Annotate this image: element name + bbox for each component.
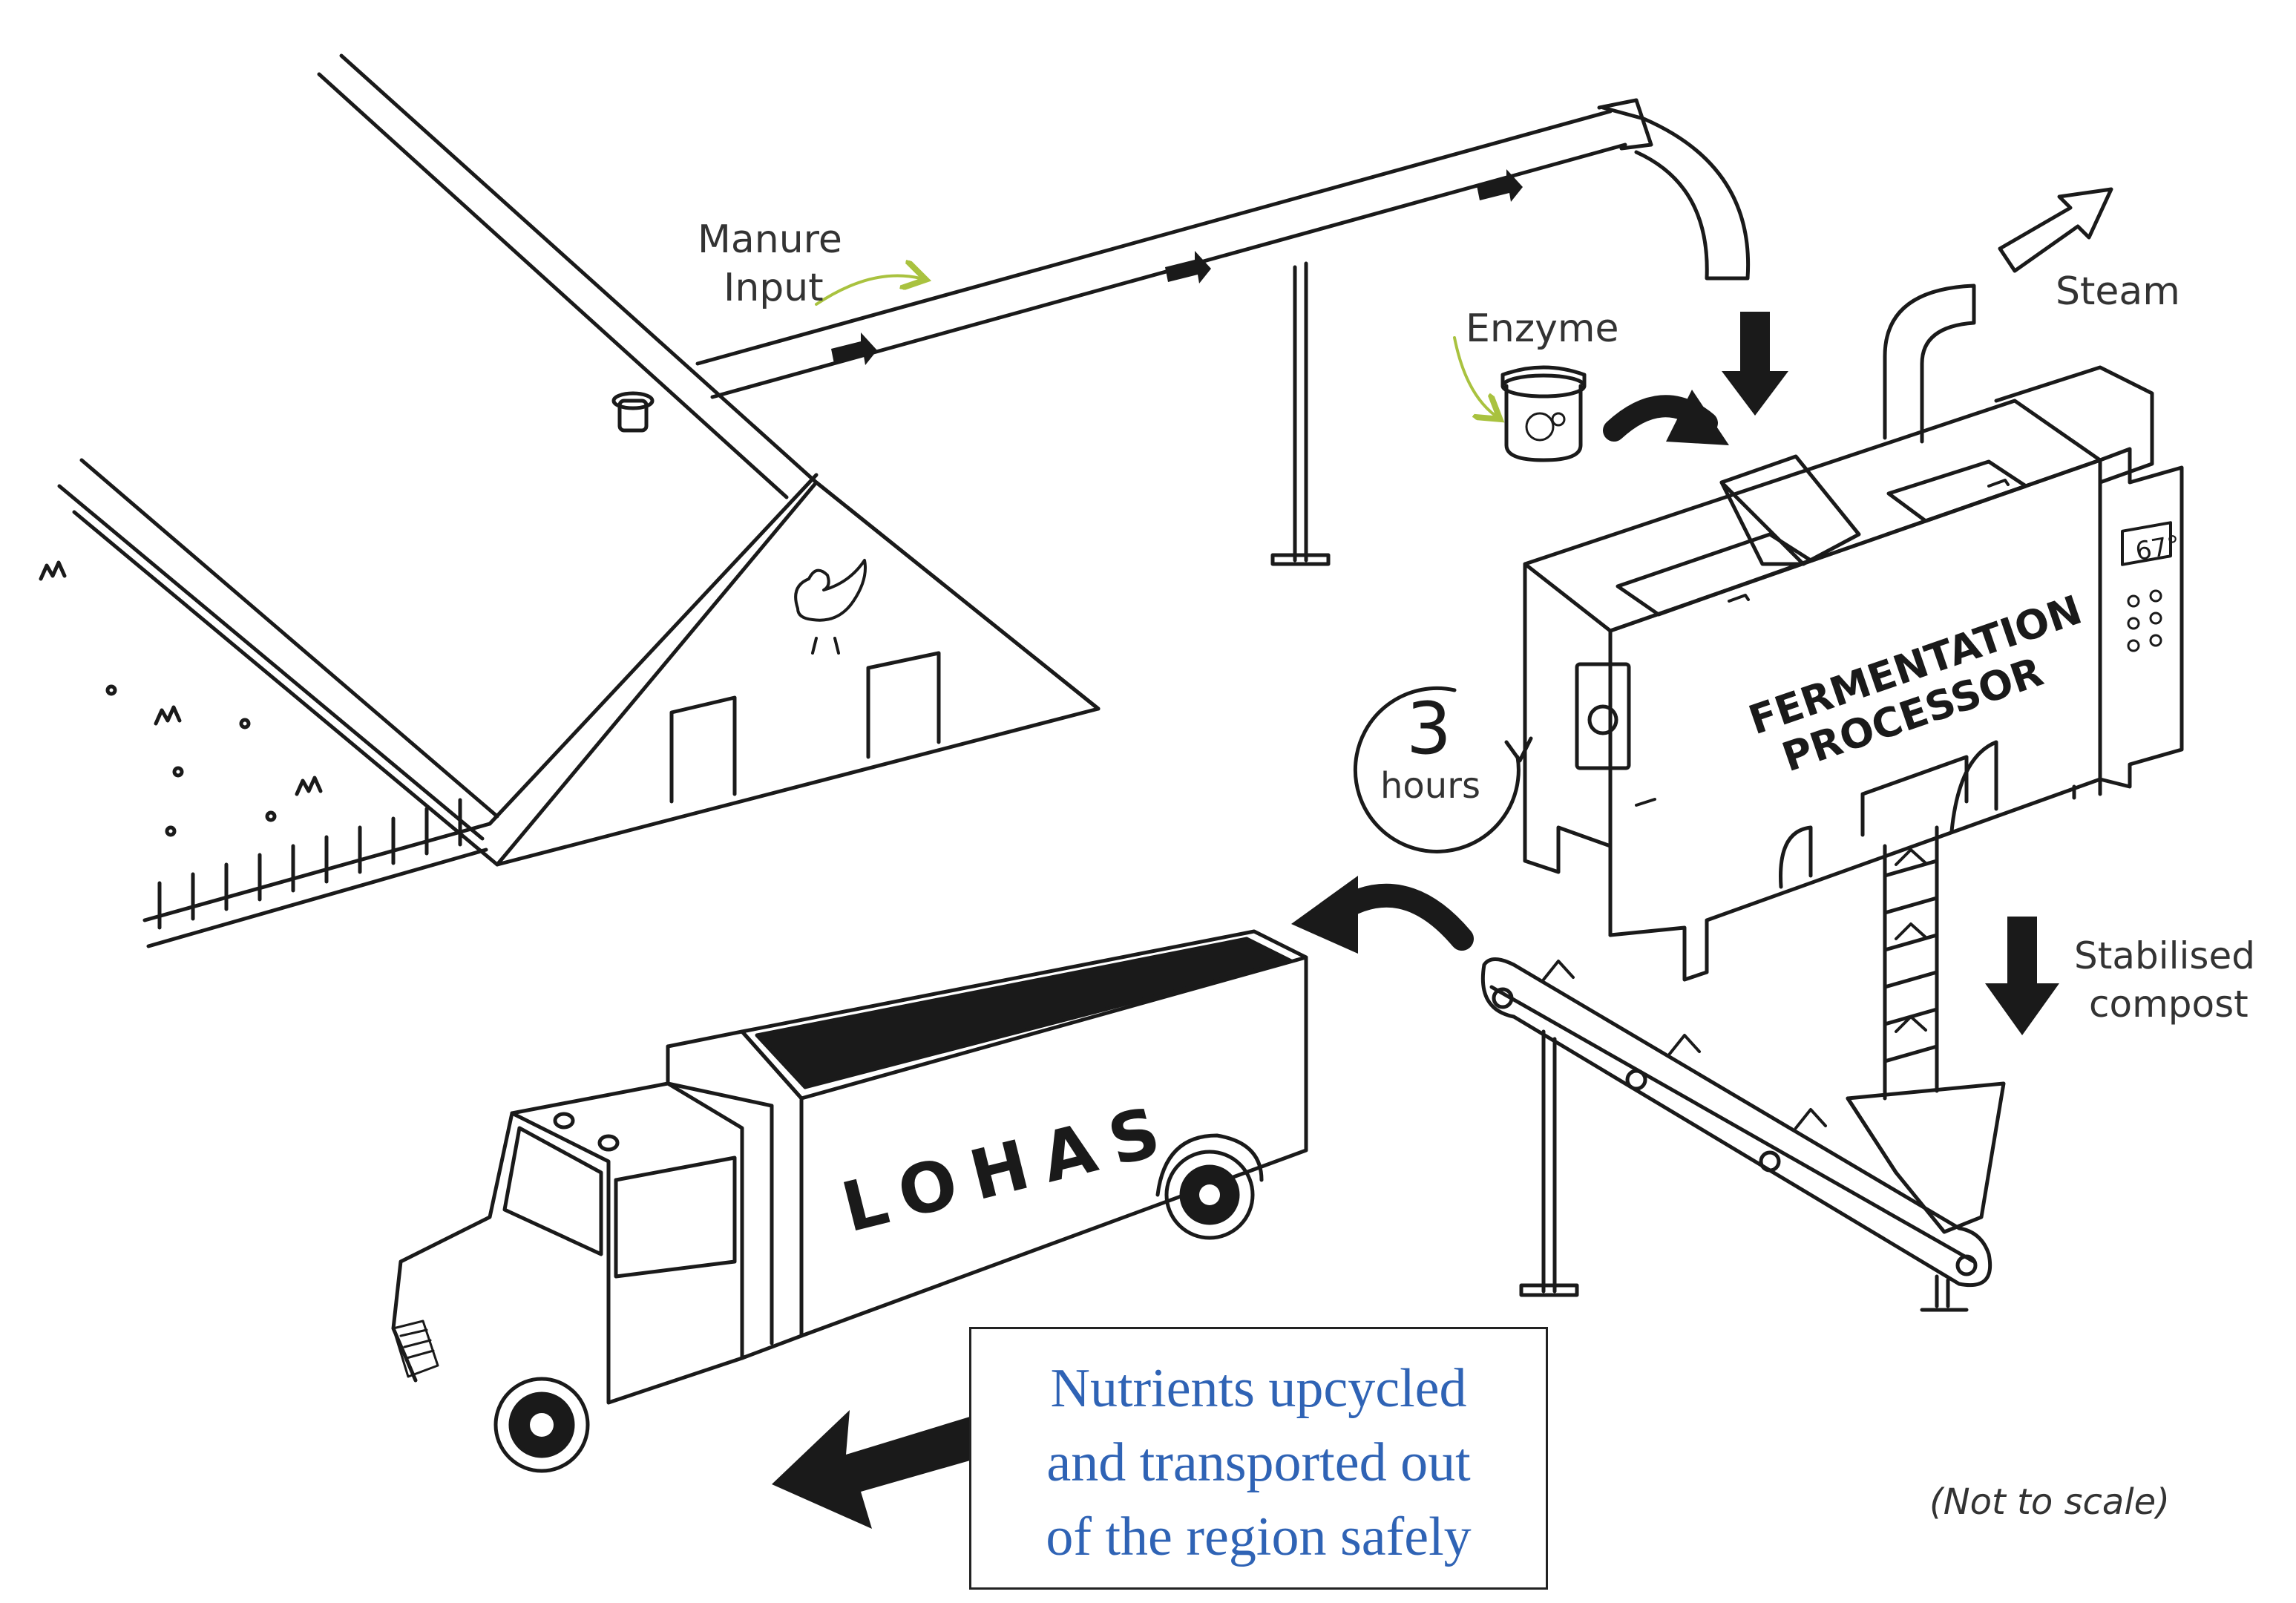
belt-conveyor xyxy=(1480,957,1992,1312)
export-arrow xyxy=(772,1410,991,1529)
enzyme-input-arrow xyxy=(1453,336,1495,416)
caption-line-1: Nutrients upcycled xyxy=(1050,1358,1467,1419)
caption-line-3: of the region safely xyxy=(1046,1507,1472,1567)
flow-arrows xyxy=(831,169,1523,365)
steam-arrow xyxy=(1998,187,2113,273)
lohas-truck xyxy=(391,929,1308,1473)
down-arrow-into-hopper xyxy=(1722,312,1788,416)
timer-number: 3 xyxy=(1406,687,1452,770)
poultry-barn xyxy=(39,53,1101,948)
enzyme-jar-icon xyxy=(1500,365,1587,462)
fermentation-processor xyxy=(1523,399,2102,982)
caption-line-2: and transported out xyxy=(1046,1432,1471,1493)
steam-pipe xyxy=(1883,283,1976,444)
temperature-readout: 67° xyxy=(2133,530,2182,567)
not-to-scale-note: (Not to scale) xyxy=(1929,1481,2170,1523)
caption-box: Nutrients upcycled and transported out o… xyxy=(969,1327,1548,1590)
truck-brand-label: LOHAS xyxy=(834,1089,1183,1248)
manure-input-label-line1: Manure xyxy=(698,217,842,262)
compost-column xyxy=(1883,825,1939,1101)
manure-input-arrow xyxy=(815,276,920,306)
timer-circle xyxy=(1353,686,1533,853)
control-panel xyxy=(1994,365,2184,789)
compost-down-arrow xyxy=(1985,917,2059,1035)
steam-label: Steam xyxy=(2056,269,2180,314)
enzyme-label: Enzyme xyxy=(1466,306,1619,351)
compost-label-line1: Stabilised xyxy=(2074,934,2255,977)
chicken-icon xyxy=(794,559,867,655)
collection-hopper xyxy=(1846,1081,2006,1234)
timer-unit: hours xyxy=(1380,765,1480,807)
manure-input-label-line2: Input xyxy=(724,266,824,310)
compost-label-line2: compost xyxy=(2089,983,2249,1026)
